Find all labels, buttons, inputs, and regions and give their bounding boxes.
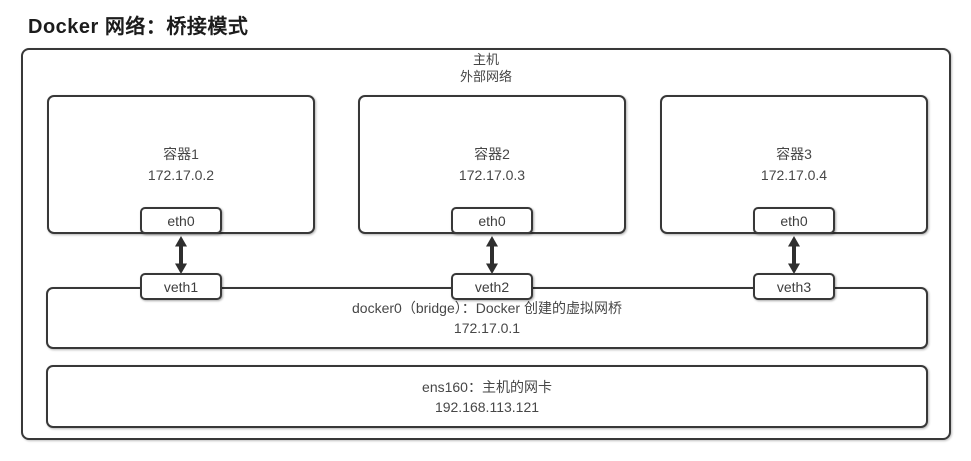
ens160-nic-ip: 192.168.113.121 [434, 398, 540, 415]
bidirectional-arrow-icon [788, 236, 800, 274]
container-1-ip: 172.17.0.2 [147, 166, 215, 183]
veth1-port: veth1 [140, 273, 222, 300]
bidirectional-arrow-icon [175, 236, 187, 274]
docker0-bridge-label: docker0（bridge）：Docker 创建的虚拟网桥 [352, 300, 622, 316]
docker0-bridge-ip: 172.17.0.1 [453, 320, 521, 336]
container-3-name: 容器3 [776, 145, 812, 162]
container-2-eth0-port: eth0 [451, 207, 533, 234]
container-3-eth0-port: eth0 [753, 207, 835, 234]
container-1-name: 容器1 [163, 145, 199, 162]
ens160-nic-box: ens160：主机的网卡 192.168.113.121 [46, 365, 928, 428]
host-label-line2: 外部网络 [459, 69, 512, 84]
container-1-eth0-port: eth0 [140, 207, 222, 234]
container-3-ip: 172.17.0.4 [760, 166, 828, 183]
bidirectional-arrow-icon [486, 236, 498, 274]
host-label: 主机 外部网络 [21, 51, 951, 85]
container-2-name: 容器2 [474, 145, 510, 162]
veth2-port: veth2 [451, 273, 533, 300]
container-2-ip: 172.17.0.3 [458, 166, 526, 183]
ens160-nic-label: ens160：主机的网卡 [422, 378, 552, 395]
veth3-port: veth3 [753, 273, 835, 300]
host-label-line1: 主机 [472, 52, 499, 67]
diagram-title: Docker 网络：桥接模式 [28, 16, 249, 38]
